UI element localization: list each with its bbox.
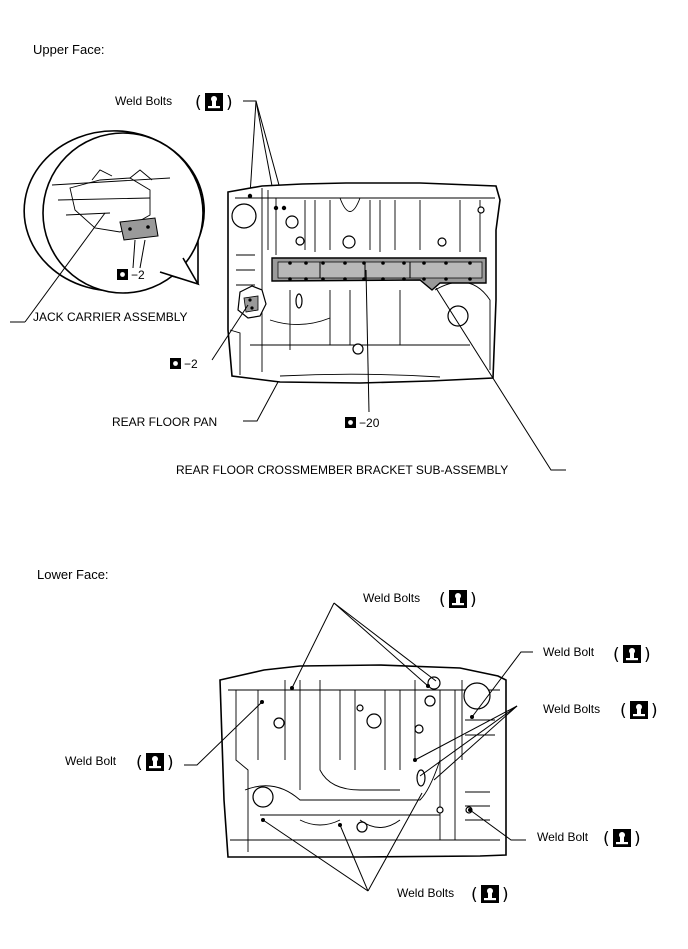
upper-face-heading: Upper Face: [33,42,105,57]
leader-line [243,381,279,422]
lower-weld-bolt-right-top-label: Weld Bolt [543,645,595,659]
lower-face-heading: Lower Face: [37,567,109,582]
spot-weld-icon [345,417,356,428]
spot-weld-icon [117,269,128,280]
lower-rear-floor-pan [219,664,507,858]
leader-line [435,287,566,471]
lower-weld-bolts-right-label: Weld Bolts [543,702,600,716]
weld-bolt-symbol-icon [195,93,233,113]
lower-weld-bolt-left-label: Weld Bolt [65,754,117,768]
lower-weld-bolt-points [260,684,474,827]
lower-leaders [184,602,533,892]
spot-weld-icon [170,358,181,369]
weld-bolt-symbol-icon [136,753,174,773]
jack-carrier-label: JACK CARRIER ASSEMBLY [33,310,188,324]
upper-rear-floor-pan [227,182,501,384]
weld-bolt-symbol-icon [471,885,509,905]
leader-line [365,269,370,413]
rear-floor-pan-label: REAR FLOOR PAN [112,415,217,429]
detail-spot-weld-count: −2 [131,268,145,282]
weld-bolt-symbol-icon [613,645,651,665]
jack-carrier-assembly [237,285,267,319]
lower-weld-bolts-top-label: Weld Bolts [363,591,420,605]
leader-line [249,100,257,196]
weld-bolt-symbol-icon [603,829,641,849]
lower-weld-bolts-bottom-label: Weld Bolts [397,886,454,900]
weld-bolt-symbol-icon [439,590,477,610]
crossmember-spot-weld-count: −20 [359,416,380,430]
weld-bolt-symbol-icon [620,701,658,721]
leader-line [24,212,106,323]
rear-floor-crossmember-bracket [271,257,487,291]
lower-weld-bolt-right-bottom-label: Weld Bolt [537,830,589,844]
crossmember-label: REAR FLOOR CROSSMEMBER BRACKET SUB-ASSEM… [176,463,508,477]
leader-line [211,304,249,361]
left-spot-weld-count: −2 [184,357,198,371]
upper-weld-bolts-label: Weld Bolts [115,94,172,108]
jack-carrier-detail-callout [23,130,205,294]
